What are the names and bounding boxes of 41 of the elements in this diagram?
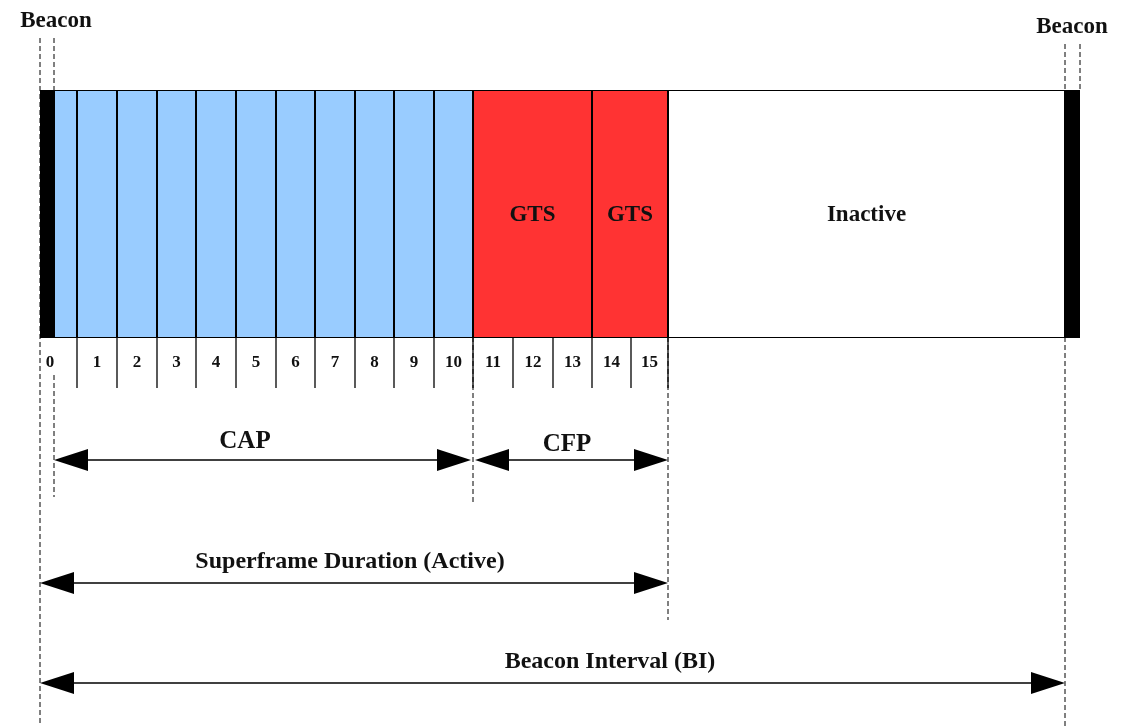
slot-box — [77, 90, 117, 338]
slot-number: 4 — [211, 352, 221, 372]
slot-number: 0 — [45, 352, 55, 372]
period-label: CFP — [542, 429, 592, 457]
gts-slot — [592, 90, 668, 338]
duration-label: Beacon Interval (BI) — [504, 646, 716, 674]
slot-box — [236, 90, 276, 338]
beacon-bar — [1065, 90, 1080, 338]
slot-number: 13 — [564, 352, 581, 372]
slot-label: GTS — [509, 201, 556, 227]
slot-number: 1 — [92, 352, 102, 372]
slot-number: 2 — [132, 352, 142, 372]
gts-slot — [473, 90, 592, 338]
slot-number: 15 — [641, 352, 658, 372]
slot-box — [196, 90, 236, 338]
slot-number: 3 — [172, 352, 181, 372]
slot-number: 9 — [409, 352, 419, 372]
slot-number: 6 — [291, 352, 300, 372]
period-label: CAP — [219, 426, 271, 454]
slot-number: 12 — [524, 352, 542, 372]
slot-label: GTS — [607, 201, 653, 227]
slot-box — [54, 90, 77, 338]
slot-number: 11 — [484, 352, 502, 372]
inactive-period — [668, 90, 1065, 338]
slot-box — [434, 90, 473, 338]
slot-box — [315, 90, 355, 338]
slot-number: 8 — [370, 352, 379, 372]
slot-number: 5 — [251, 352, 261, 372]
slot-number: 10 — [445, 352, 462, 372]
slot-box — [394, 90, 434, 338]
slot-box — [276, 90, 315, 338]
slot-box — [355, 90, 394, 338]
beacon-label: Beacon — [20, 7, 92, 33]
slot-number: 14 — [603, 352, 620, 372]
slot-box — [157, 90, 196, 338]
beacon-bar — [40, 90, 54, 338]
duration-label: Superframe Duration (Active) — [195, 546, 505, 574]
slot-label: Inactive — [826, 201, 907, 227]
slot-number: 7 — [330, 352, 340, 372]
slot-box — [117, 90, 157, 338]
beacon-label: Beacon — [1036, 13, 1108, 39]
